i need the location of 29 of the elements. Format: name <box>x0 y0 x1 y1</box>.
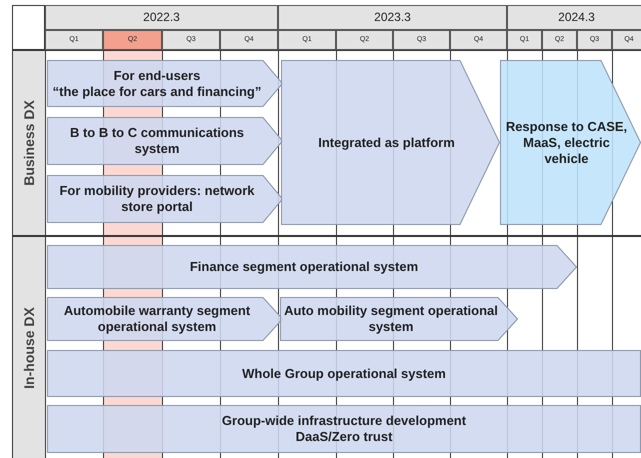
bar-label: Automobile warranty segment operational system <box>62 303 252 335</box>
bar-label: B to B to C communications system <box>68 125 246 157</box>
row-header <box>13 237 45 458</box>
bar-label: Response to CASE, MaaS, electric vehicle <box>504 118 628 166</box>
year-header: 2024.3 <box>507 5 641 30</box>
timeline-bar <box>47 405 641 453</box>
phase-bar <box>47 117 283 165</box>
bar-label: For end-users <box>114 68 200 84</box>
phase-bar <box>500 60 641 225</box>
bar-label: Group-wide infrastructure development <box>222 413 466 429</box>
bar-label: Finance segment operational system <box>190 259 418 275</box>
phase-bar <box>280 297 518 341</box>
phase-bar <box>47 297 283 341</box>
year-header: 2023.3 <box>278 5 507 30</box>
bar-label: “the place for cars and financing” <box>52 84 262 100</box>
row-label: In-house DX <box>21 306 37 388</box>
row-header <box>13 51 45 235</box>
phase-bar <box>47 245 577 289</box>
phase-bar <box>47 175 283 223</box>
timeline-bar <box>47 350 641 397</box>
phase-bar <box>281 60 500 225</box>
bar-label: Whole Group operational system <box>242 366 446 382</box>
phase-bar <box>47 60 283 107</box>
year-header: 2022.3 <box>45 5 278 30</box>
bar-label: DaaS/Zero trust <box>296 429 392 445</box>
bar-label: Integrated as platform <box>318 134 455 150</box>
row-label: Business DX <box>21 100 37 186</box>
bar-label: Auto mobility segment operational system <box>284 303 498 335</box>
bar-label: For mobility providers: network store portal <box>58 183 256 215</box>
